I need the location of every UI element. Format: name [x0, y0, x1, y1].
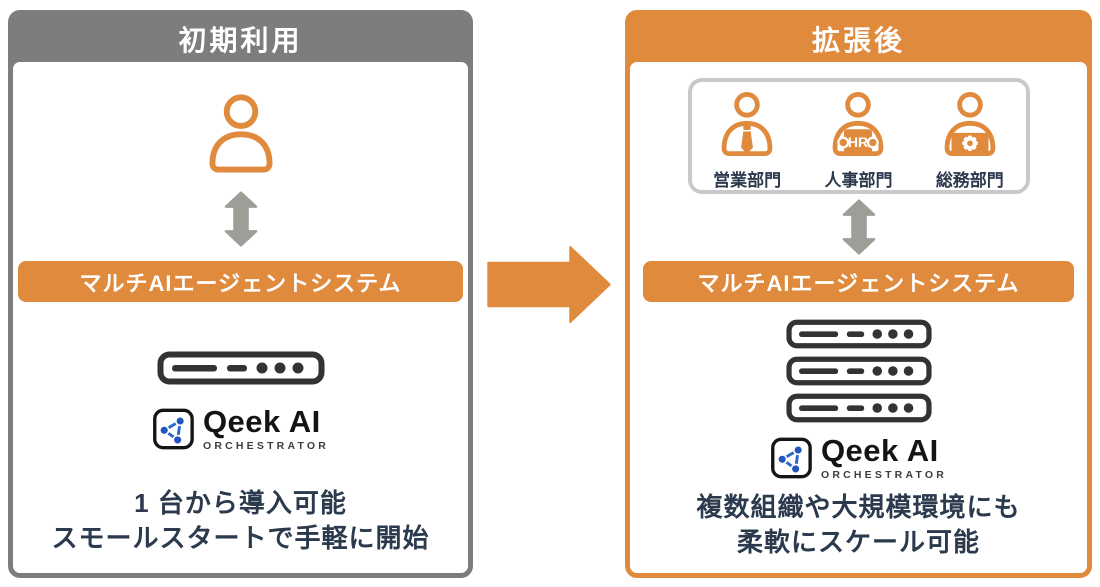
- up-down-arrow-icon: [224, 191, 257, 247]
- initial-usage-panel: 初期利用 マルチAIエージェントシステム: [8, 10, 473, 578]
- department-hr-label: 人事部門: [824, 171, 893, 190]
- initial-panel-title: 初期利用: [178, 24, 303, 56]
- person-hr-icon: HR: [833, 92, 884, 157]
- right-arrow-icon: [487, 245, 611, 324]
- qeek-ai-network-icon: [770, 437, 812, 479]
- department-general-affairs: 総務部門: [917, 82, 1023, 191]
- department-hr: HR 人事部門: [805, 82, 911, 191]
- gear-icon: [962, 135, 978, 152]
- qeek-ai-logo: Qeek AI ORCHESTRATOR: [152, 406, 329, 452]
- initial-caption: 1 台から導入可能 スモールスタートで手軽に開始: [13, 486, 468, 556]
- expanded-caption-line1: 複数組織や大規模環境にも: [696, 492, 1021, 522]
- department-sales: 営業部門: [694, 82, 800, 191]
- expanded-caption: 複数組織や大規模環境にも 柔軟にスケール可能: [630, 490, 1087, 560]
- up-down-arrow-icon: [842, 199, 875, 255]
- expanded-caption-line2: 柔軟にスケール可能: [736, 527, 980, 557]
- multi-ai-agent-system-label: マルチAIエージェントシステム: [79, 270, 402, 296]
- hr-badge-text: HR: [848, 134, 868, 150]
- server-icon: [157, 351, 324, 385]
- logo-subtitle-text: ORCHESTRATOR: [820, 469, 948, 481]
- person-gear-icon: [944, 92, 996, 157]
- server-stack: [785, 319, 932, 423]
- departments-container: 営業部門 HR 人事部門: [687, 78, 1030, 194]
- user-person-icon: [209, 94, 272, 173]
- hr-board: [844, 129, 873, 154]
- logo-subtitle-text: ORCHESTRATOR: [202, 440, 330, 452]
- expanded-usage-panel: 拡張後 営業部門: [625, 10, 1092, 578]
- server-icon: [785, 319, 932, 349]
- initial-caption-line2: スモールスタートで手軽に開始: [51, 523, 430, 553]
- initial-panel-header: 初期利用: [13, 15, 468, 62]
- expanded-panel-title: 拡張後: [811, 24, 905, 56]
- multi-ai-agent-system-bar: マルチAIエージェントシステム: [18, 261, 463, 302]
- person-tie-icon: [721, 92, 773, 157]
- multi-ai-agent-system-label: マルチAIエージェントシステム: [697, 270, 1020, 296]
- department-general-affairs-label: 総務部門: [935, 171, 1004, 190]
- initial-caption-line1: 1 台から導入可能: [134, 488, 347, 518]
- multi-ai-agent-system-bar: マルチAIエージェントシステム: [643, 261, 1074, 302]
- qeek-ai-network-icon: [152, 408, 194, 450]
- initial-panel-body: マルチAIエージェントシステム: [13, 62, 468, 573]
- qeek-ai-logo: Qeek AI ORCHESTRATOR: [770, 435, 947, 481]
- logo-name-text: Qeek AI: [202, 404, 321, 439]
- department-sales-label: 営業部門: [713, 171, 782, 190]
- server-icon: [785, 356, 932, 386]
- qeek-ai-wordmark: Qeek AI ORCHESTRATOR: [203, 406, 329, 452]
- logo-name-text: Qeek AI: [820, 433, 939, 468]
- qeek-ai-wordmark: Qeek AI ORCHESTRATOR: [821, 435, 947, 481]
- server-icon: [785, 393, 932, 423]
- expanded-panel-header: 拡張後: [630, 15, 1087, 62]
- expanded-panel-body: 営業部門 HR 人事部門: [630, 62, 1087, 573]
